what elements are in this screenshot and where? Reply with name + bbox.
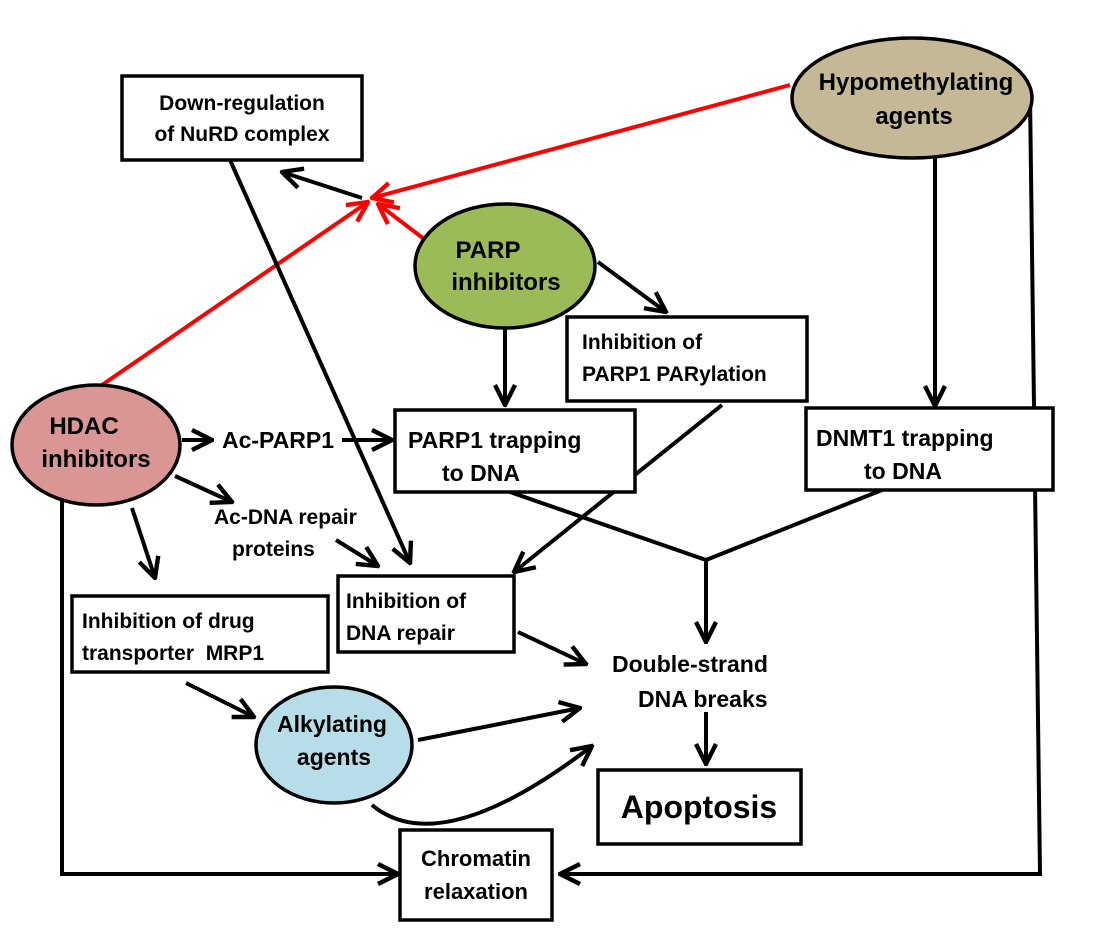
mrp1-box: [70, 594, 330, 674]
edges: [60, 83, 1043, 874]
ac-dna-repair-node: Ac-DNA repair proteins: [214, 506, 357, 561]
hypomethylating-node: Hypomethylating agents: [790, 36, 1034, 160]
nurd-node: Down-regulation of NuRD complex: [120, 74, 364, 162]
parylation-box: [565, 315, 809, 403]
dsb-node: Double-strand DNA breaks: [612, 651, 768, 712]
dnmt-trap-label-2: to DNA: [864, 458, 942, 484]
edge-acdna-to-repair: [334, 538, 378, 566]
hdac-label-1: HDAC: [49, 413, 118, 440]
ac-dna-label-2: proteins: [232, 538, 315, 561]
alkyl-ellipse: [254, 685, 414, 805]
dsb-label-2: DNA breaks: [638, 686, 768, 712]
edge-hypo-to-chromatin: [560, 94, 1043, 874]
parylation-label-2: PARP1 PARylation: [582, 363, 767, 386]
alkylating-node: Alkylating agents: [254, 685, 414, 805]
inh-repair-box: [336, 574, 516, 654]
chromatin-box: [398, 828, 554, 922]
parp-label-1: PARP: [456, 237, 521, 264]
parylation-node: Inhibition of PARP1 PARylation: [565, 315, 809, 403]
apoptosis-node: Apoptosis: [596, 768, 803, 846]
hypo-ellipse: [790, 36, 1034, 160]
nodes: Down-regulation of NuRD complex Hypometh…: [10, 36, 1055, 922]
ac-dna-label-1: Ac-DNA repair: [214, 506, 357, 529]
edge-hypo-to-nurd: [372, 83, 791, 198]
alkyl-label-2: agents: [297, 744, 371, 770]
parp-label-2: inhibitors: [451, 269, 560, 296]
chromatin-node: Chromatin relaxation: [398, 828, 554, 922]
mrp1-node: Inhibition of drug transporter MRP1: [70, 594, 330, 674]
parp-trap-label-1: PARP1 trapping: [408, 427, 581, 453]
edge-nurd-to-repair: [228, 159, 410, 563]
dnmt-trapping-node: DNMT1 trapping to DNA: [804, 406, 1055, 492]
mrp1-label-2: transporter MRP1: [82, 642, 264, 665]
inh-repair-label-2: DNA repair: [346, 622, 455, 645]
ac-parp1-label: Ac-PARP1: [222, 427, 334, 453]
edge-hdac-to-chromatin: [60, 500, 398, 874]
edge-parp-to-nurd: [378, 204, 430, 244]
chromatin-label-1: Chromatin: [421, 846, 531, 871]
apoptosis-box: [596, 768, 803, 846]
parp-trapping-node: PARP1 trapping to DNA: [393, 408, 637, 494]
edge-repair-to-dsb: [517, 630, 586, 664]
edge-hdac-to-mrp1: [130, 507, 155, 578]
edge-hdac-to-nurd: [100, 202, 368, 387]
parp-inhibitors-node: PARP inhibitors: [413, 202, 597, 330]
parp-ellipse: [413, 202, 597, 330]
hypo-label-2: agents: [875, 103, 952, 130]
edge-junction-to-nurd: [282, 172, 363, 200]
inhibition-dna-repair-node: Inhibition of DNA repair: [336, 574, 516, 654]
dnmt-trap-box: [804, 406, 1055, 492]
dnmt-trap-label-1: DNMT1 trapping: [816, 425, 994, 451]
hdac-label-2: inhibitors: [41, 446, 150, 473]
inh-repair-label-1: Inhibition of: [346, 590, 467, 613]
nurd-label-1: Down-regulation: [159, 92, 325, 115]
hdac-inhibitors-node: HDAC inhibitors: [10, 383, 182, 507]
alkyl-label-1: Alkylating: [277, 711, 387, 737]
edge-parp-to-parylation: [596, 260, 666, 312]
edge-chromatin-to-dsb: [370, 746, 592, 826]
edge-mrp1-to-alkyl: [185, 681, 254, 717]
chromatin-label-2: relaxation: [424, 879, 528, 904]
edge-hdac-to-acdna: [174, 474, 232, 502]
nurd-box: [120, 74, 364, 162]
nurd-label-2: of NuRD complex: [154, 123, 329, 146]
apoptosis-label: Apoptosis: [621, 789, 777, 825]
hdac-ellipse: [10, 383, 182, 507]
edge-parptrap-to-junction: [509, 490, 707, 562]
edge-alkyl-to-dsb: [417, 708, 580, 742]
mrp1-label-1: Inhibition of drug: [82, 610, 255, 633]
parylation-label-1: Inhibition of: [582, 331, 703, 354]
parp-trap-box: [393, 408, 637, 494]
dsb-label-1: Double-strand: [612, 651, 768, 677]
edge-dnmttrap-to-junction: [705, 488, 883, 562]
parp-trap-label-2: to DNA: [442, 460, 520, 486]
hypo-label-1: Hypomethylating: [819, 69, 1014, 96]
